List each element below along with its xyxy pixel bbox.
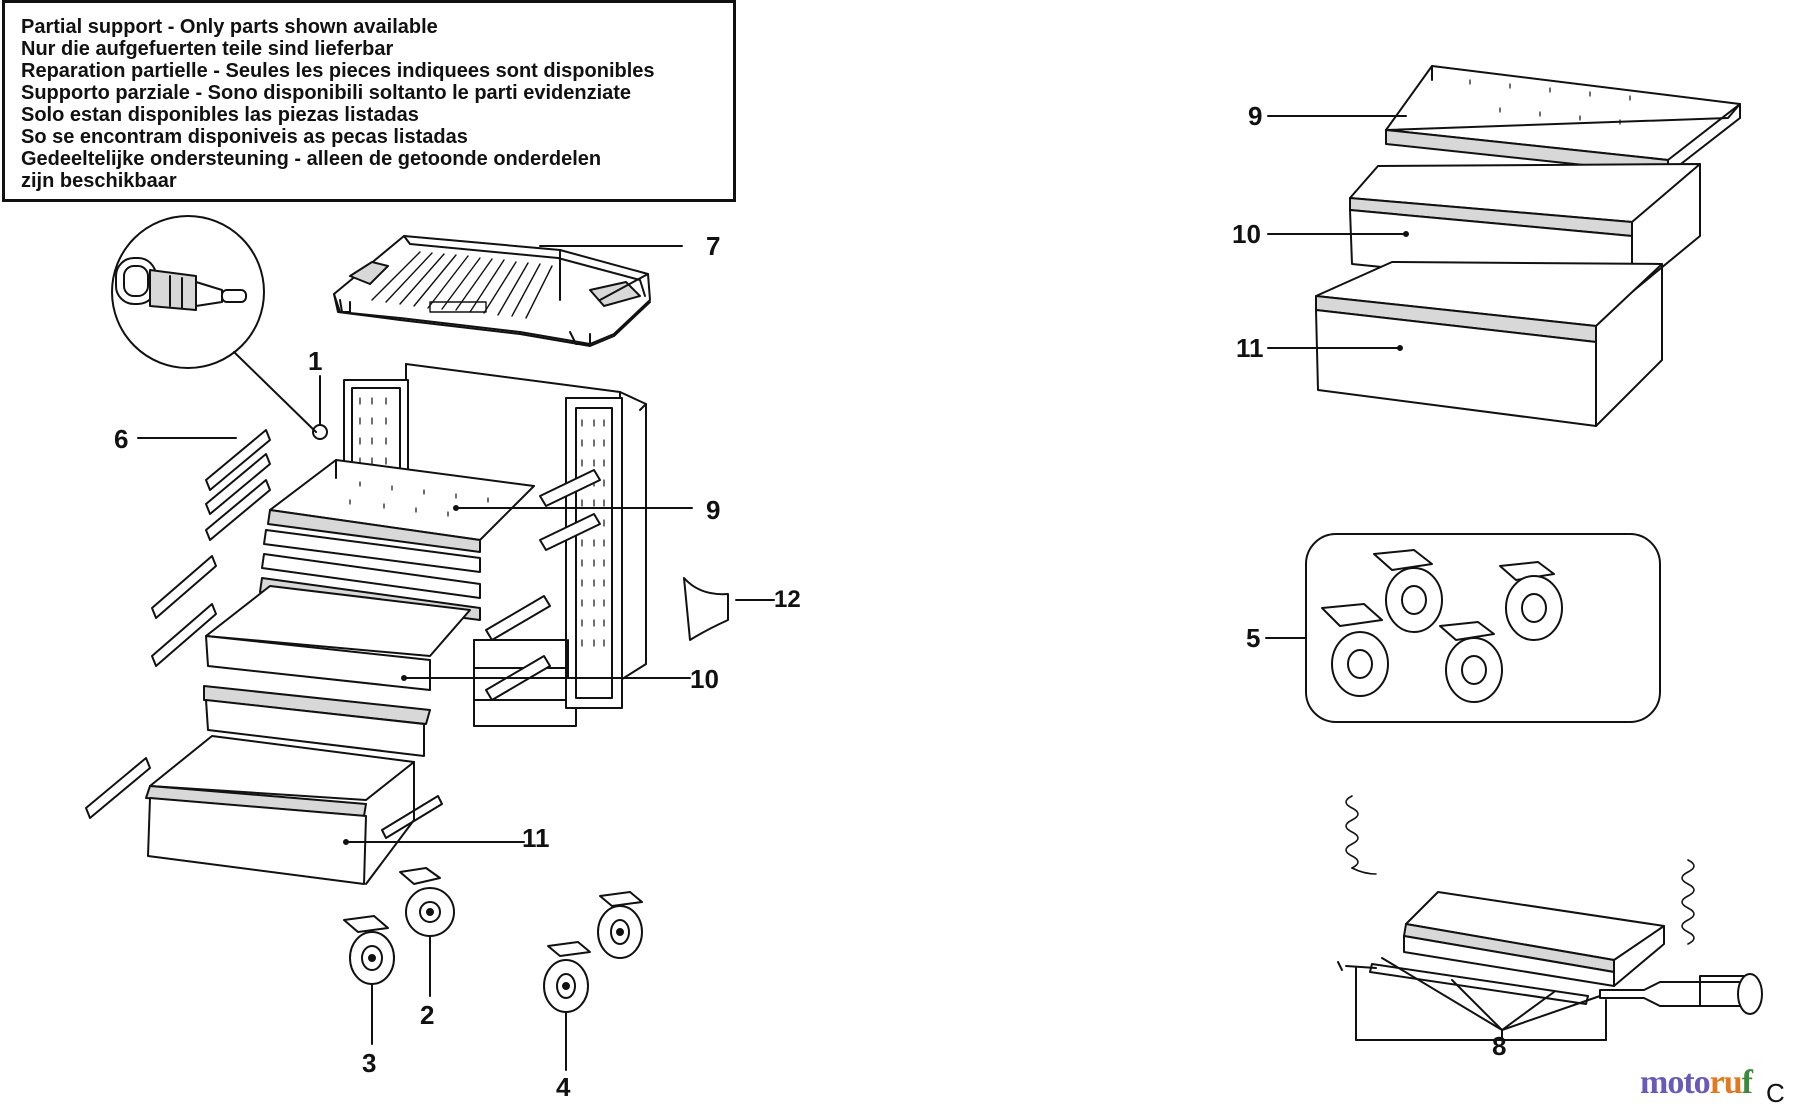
right-drawer-9 bbox=[1385, 65, 1741, 175]
callout-6: 6 bbox=[114, 424, 129, 454]
callout-10: 10 bbox=[690, 664, 719, 694]
handle-cylinder bbox=[1599, 973, 1763, 1015]
leader-8 bbox=[1355, 957, 1607, 1041]
right-callout-9: 9 bbox=[1248, 101, 1263, 131]
drawer-10-stack bbox=[203, 585, 471, 757]
callout-4: 4 bbox=[556, 1072, 571, 1102]
notice-line-es: Solo estan disponibles las piezas listad… bbox=[21, 104, 419, 126]
notice-line-de: Nur die aufgefuerten teile sind lieferba… bbox=[21, 38, 394, 60]
brand-text-a: moto bbox=[1640, 1064, 1711, 1101]
lock-part-1 bbox=[312, 375, 328, 440]
callout-2: 2 bbox=[420, 1000, 435, 1030]
notice-line-fr: Reparation partielle - Seules les pieces… bbox=[21, 60, 655, 82]
callout-1: 1 bbox=[308, 346, 323, 376]
notice-line-nl: Gedeeltelijke ondersteuning - alleen de … bbox=[21, 148, 602, 170]
notice-line-it: Supporto parziale - Sono disponibili sol… bbox=[21, 82, 632, 104]
brand-suffix: C bbox=[1766, 1078, 1785, 1108]
right-callout-11: 11 bbox=[1236, 333, 1264, 363]
caster-set-3 bbox=[1499, 561, 1563, 641]
lock-detail-magnifier bbox=[111, 215, 317, 433]
brand-watermark: motoruf C bbox=[1640, 1064, 1785, 1108]
spring-right bbox=[1681, 859, 1695, 945]
caster-4b bbox=[597, 891, 643, 959]
callout-11: 11 bbox=[522, 823, 550, 853]
right-drawer-11 bbox=[1315, 261, 1663, 427]
label-sticker-12 bbox=[683, 577, 729, 641]
worktop-tray bbox=[333, 235, 651, 347]
callout-3: 3 bbox=[362, 1048, 377, 1078]
caster-set-2 bbox=[1373, 549, 1443, 633]
caster-3 bbox=[343, 915, 395, 985]
caster-2 bbox=[399, 867, 455, 937]
drawer-9-stack bbox=[259, 459, 535, 621]
callout-7: 7 bbox=[706, 231, 721, 261]
notice-line-en: Partial support - Only parts shown avail… bbox=[21, 16, 438, 38]
spring-left bbox=[1345, 795, 1377, 875]
cabinet-frame bbox=[343, 363, 647, 727]
caster-4a bbox=[543, 941, 591, 1013]
drawer-11 bbox=[145, 735, 415, 885]
brand-text-c: f bbox=[1741, 1064, 1753, 1101]
caster-set-4 bbox=[1439, 621, 1503, 703]
callout-12: 12 bbox=[774, 586, 801, 613]
caster-set-1 bbox=[1321, 603, 1389, 697]
callout-9: 9 bbox=[706, 495, 721, 525]
drawer-slides-left bbox=[85, 429, 271, 819]
notice-line-nl-cont: zijn beschikbaar bbox=[21, 170, 177, 192]
right-callout-8: 8 bbox=[1492, 1031, 1507, 1061]
availability-notice-box: Partial support - Only parts shown avail… bbox=[2, 0, 736, 202]
drawer-mechanism bbox=[1337, 795, 1763, 1015]
right-callout-10: 10 bbox=[1232, 219, 1261, 249]
notice-line-pt: So se encontram disponiveis as pecas lis… bbox=[21, 126, 468, 148]
caster-set-box bbox=[1305, 533, 1661, 723]
brand-text-b: ru bbox=[1709, 1064, 1743, 1101]
right-callout-5: 5 bbox=[1246, 623, 1261, 653]
